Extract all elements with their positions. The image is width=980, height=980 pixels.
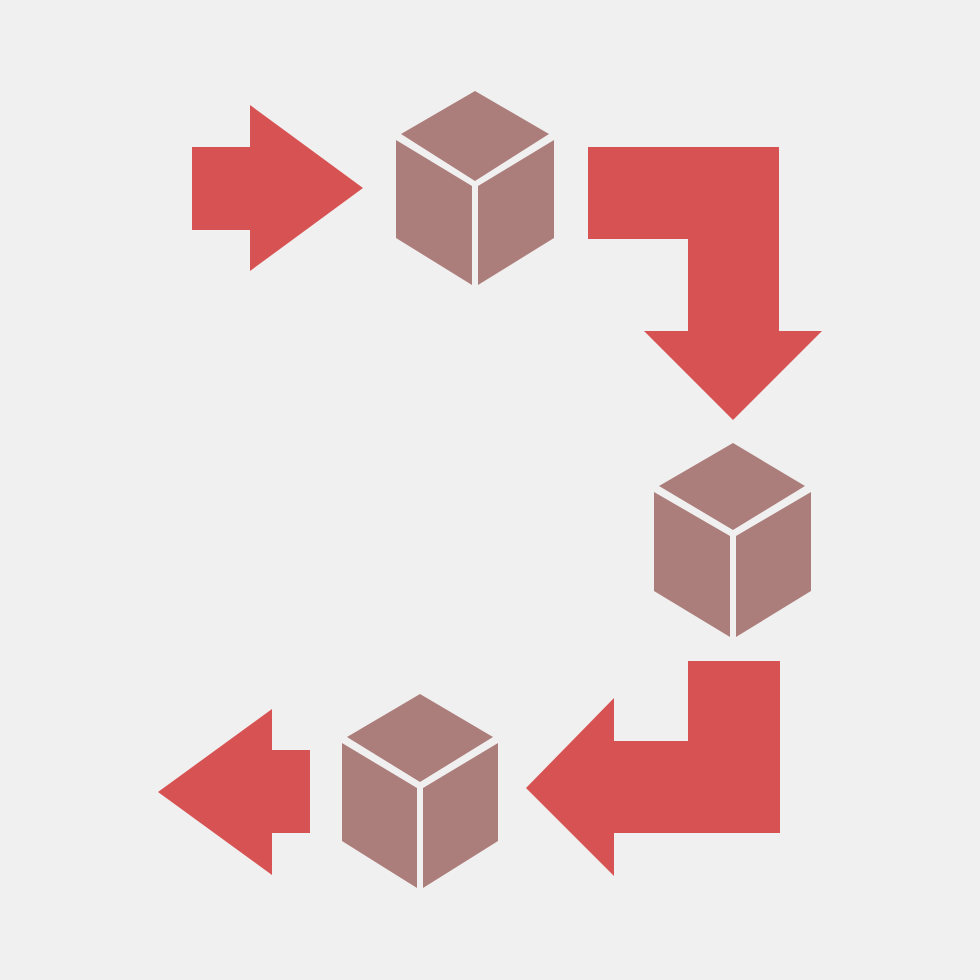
arrow-turn-left-icon: [526, 661, 780, 876]
arrow-left-icon: [158, 709, 310, 875]
arrow-turn-down-icon: [588, 147, 822, 420]
box-cube-icon: [654, 443, 811, 637]
box-cube-icon: [342, 694, 498, 888]
box-cube-icon: [396, 91, 554, 285]
arrow-right-icon: [192, 105, 363, 271]
